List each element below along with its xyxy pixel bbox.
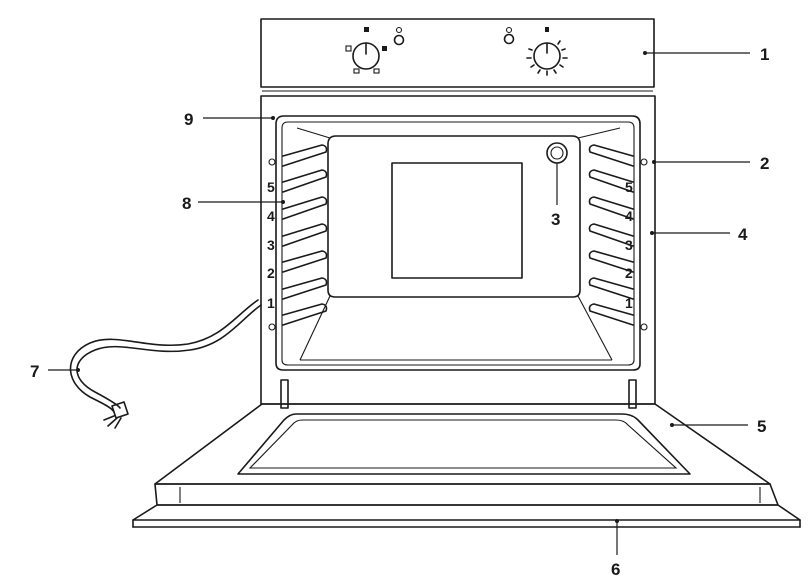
shelf-level-labels-left: 5 4 3 2 1 — [267, 179, 275, 311]
indicator-lamp-right — [503, 33, 515, 45]
function-selector-knob[interactable] — [345, 27, 387, 74]
oven-back-wall — [296, 127, 621, 361]
shelf-level-right-4: 4 — [625, 208, 633, 224]
callout-3: 3 — [551, 210, 560, 229]
callout-5: 5 — [757, 417, 766, 436]
shelf-level-labels-right: 5 4 3 2 1 — [625, 179, 633, 311]
shelf-level-right-5: 5 — [625, 179, 633, 195]
shelf-level-left-3: 3 — [267, 237, 275, 253]
shelf-level-right-1: 1 — [625, 295, 633, 311]
power-cable — [69, 299, 262, 429]
shelf-level-left-4: 4 — [267, 208, 275, 224]
shelf-level-left-5: 5 — [267, 179, 275, 195]
oven-frame — [260, 95, 656, 405]
shelf-level-left-1: 1 — [267, 295, 275, 311]
callout-2: 2 — [760, 154, 769, 173]
callout-4: 4 — [738, 225, 748, 244]
rear-fan-cover — [391, 162, 523, 279]
callout-1: 1 — [760, 45, 769, 64]
right-hinge — [628, 379, 637, 409]
callouts: 1 2 3 4 5 6 7 8 9 — [30, 45, 769, 579]
thermostat-knob[interactable] — [526, 27, 568, 76]
callout-6: 6 — [611, 560, 620, 579]
oven-door[interactable] — [132, 379, 801, 528]
callout-9: 9 — [184, 110, 193, 129]
shelf-level-right-3: 3 — [625, 237, 633, 253]
indicator-lamp-left — [393, 34, 405, 46]
shelf-level-right-2: 2 — [625, 265, 633, 281]
callout-7: 7 — [30, 362, 39, 381]
left-hinge — [280, 379, 289, 409]
shelf-level-left-2: 2 — [267, 265, 275, 281]
oven-lamp — [546, 142, 568, 164]
right-shelf-rails — [588, 144, 634, 326]
callout-8: 8 — [182, 194, 191, 213]
indicator-mark-left — [395, 26, 403, 34]
indicator-mark-right — [505, 26, 513, 34]
left-shelf-rails — [282, 144, 328, 326]
control-panel — [260, 18, 655, 92]
